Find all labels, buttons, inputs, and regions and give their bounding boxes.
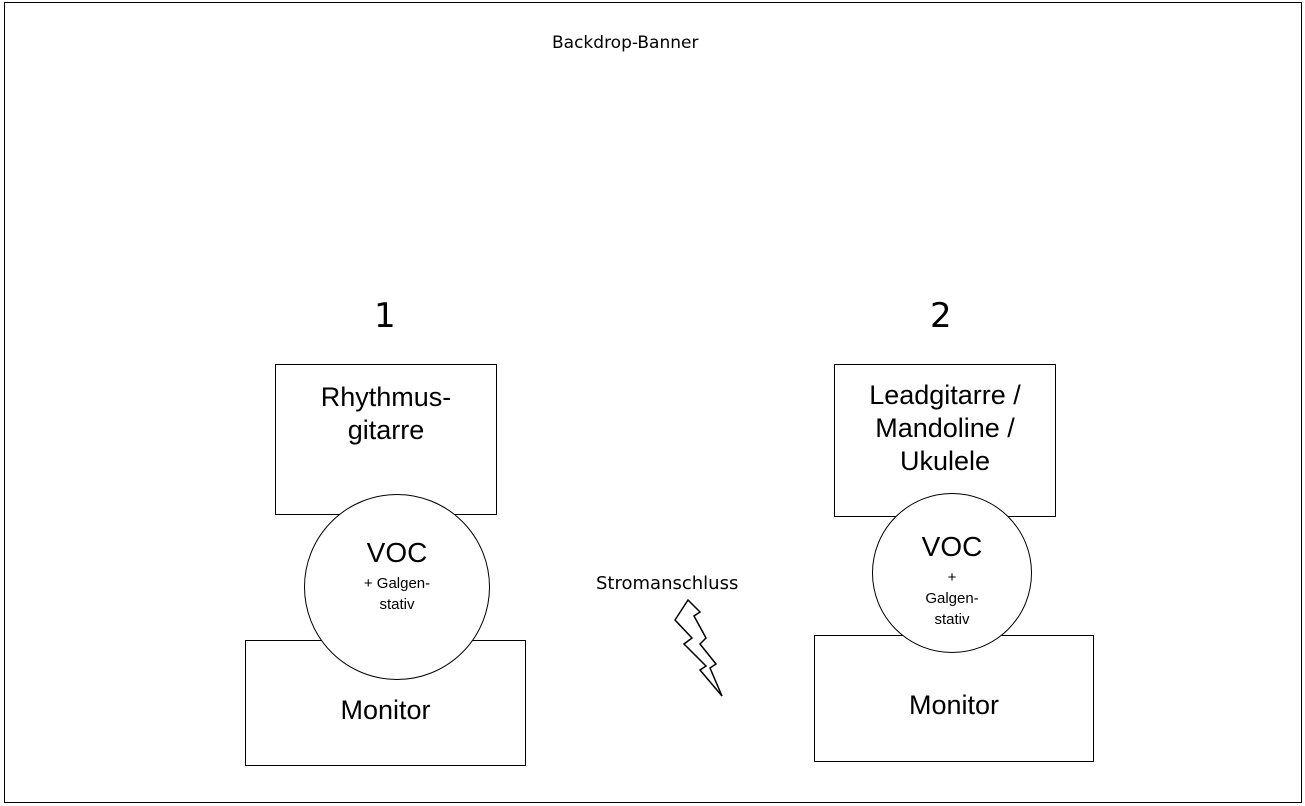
voc-label: VOC	[921, 531, 983, 562]
monitor-2: Monitor	[814, 635, 1094, 762]
voc-label: VOC	[366, 537, 428, 568]
amp-label-line1: Rhythmus-	[320, 382, 452, 412]
stand-label-line2: stativ	[379, 596, 415, 613]
voc-mic-1: VOC + Galgen- stativ	[304, 494, 490, 680]
amp-label-line3: Ukulele	[899, 446, 991, 476]
backdrop-banner-label: Backdrop-Banner	[552, 33, 699, 53]
lightning-bolt-icon	[674, 598, 723, 697]
amp-label-line2: Mandoline /	[875, 413, 1015, 443]
voc-mic-2: VOC + Galgen- stativ	[872, 493, 1032, 653]
monitor-label: Monitor	[340, 695, 431, 725]
stand-label-line1: + Galgen-	[363, 575, 431, 592]
stand-label-line3: stativ	[934, 611, 970, 628]
power-outlet-label: Stromanschluss	[596, 573, 739, 594]
position-2-number: 2	[930, 296, 952, 336]
monitor-label: Monitor	[908, 690, 1000, 720]
stand-label-line1: +	[947, 569, 957, 586]
stand-label-line2: Galgen-	[925, 590, 979, 607]
stage-plan	[4, 2, 1302, 803]
position-1-number: 1	[374, 296, 396, 336]
amp-label-line1: Leadgitarre /	[869, 380, 1021, 410]
rhythm-guitar-amp: Rhythmus- gitarre	[275, 364, 497, 515]
amp-label-line2: gitarre	[347, 415, 425, 445]
